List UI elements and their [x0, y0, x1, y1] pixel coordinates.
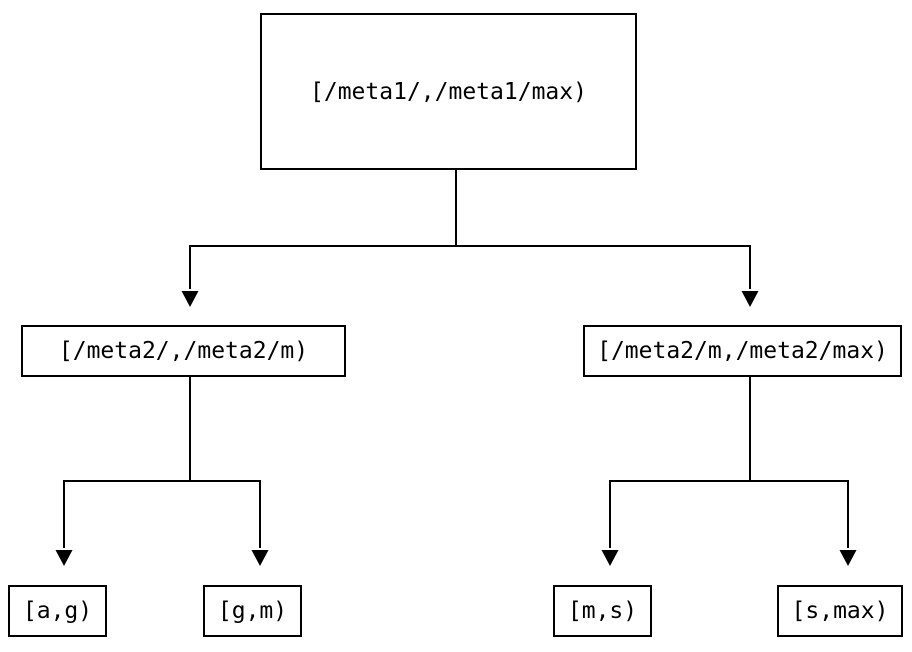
tree-node-label: [s,max)	[791, 598, 889, 624]
tree-node-label: [m,s)	[567, 598, 638, 624]
edge-root-bus	[189, 245, 751, 289]
arrowhead-to-leaf-ms-icon	[601, 550, 619, 566]
tree-node-leaf-smax: [s,max)	[777, 585, 903, 637]
tree-node-root: [/meta1/,/meta1/max)	[260, 13, 637, 170]
arrowhead-to-leaf-gm-icon	[251, 550, 269, 566]
arrowhead-to-leaf-smax-icon	[839, 550, 857, 566]
edge-meta2-high-bus	[609, 480, 849, 548]
arrowhead-to-meta2-high-icon	[741, 291, 759, 307]
arrowhead-to-meta2-low-icon	[181, 291, 199, 307]
arrowhead-to-leaf-ag-icon	[55, 550, 73, 566]
edge-meta2-low-bus	[63, 480, 261, 548]
tree-node-label: [/meta1/,/meta1/max)	[310, 78, 587, 105]
tree-node-leaf-gm: [g,m)	[203, 585, 302, 637]
tree-node-label: [/meta2/,/meta2/m)	[58, 338, 309, 364]
tree-node-leaf-ag: [a,g)	[8, 585, 107, 637]
tree-node-label: [/meta2/m,/meta2/max)	[597, 338, 888, 364]
tree-node-meta2-low: [/meta2/,/meta2/m)	[21, 325, 346, 377]
tree-node-leaf-ms: [m,s)	[553, 585, 652, 637]
tree-node-label: [a,g)	[22, 598, 93, 624]
tree-node-meta2-high: [/meta2/m,/meta2/max)	[583, 325, 902, 377]
tree-node-label: [g,m)	[217, 598, 288, 624]
